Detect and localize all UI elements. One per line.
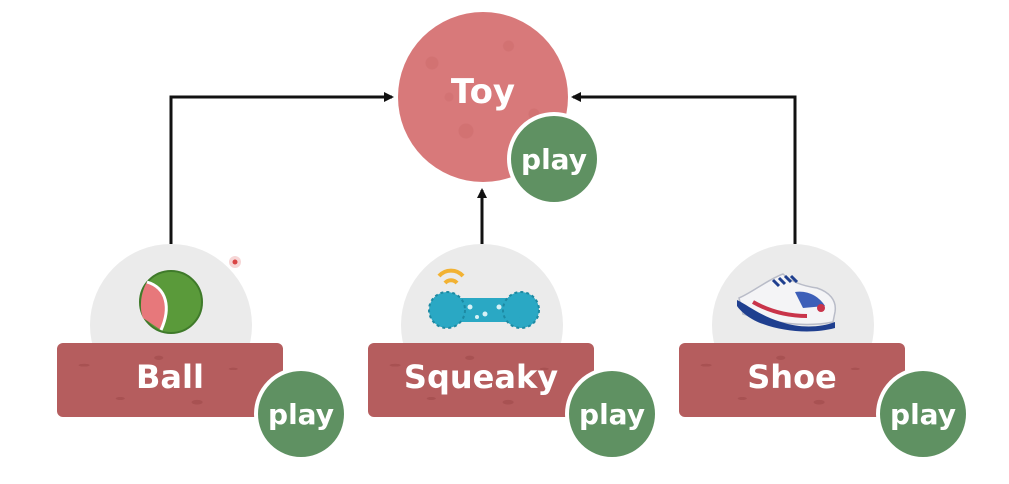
sneaker-icon <box>737 273 837 332</box>
squeaky-bone-icon <box>428 268 540 329</box>
squeaky-label: Squeaky <box>403 358 559 396</box>
ball-label: Ball <box>136 358 204 396</box>
ball-play-button[interactable]: play <box>254 367 348 461</box>
shoe-play-button[interactable]: play <box>876 367 970 461</box>
cursor-dot-icon <box>229 256 241 268</box>
toy-label: Toy <box>450 72 516 112</box>
ball-node <box>57 343 283 417</box>
arrow-shoe-to-toy <box>571 92 797 244</box>
shoe-node <box>679 343 905 417</box>
shoe-label: Shoe <box>747 358 837 396</box>
squeaky-play-button[interactable]: play <box>565 367 659 461</box>
tennis-ball-icon <box>139 270 203 334</box>
squeaky-node <box>368 343 594 417</box>
toy-play-button[interactable]: play <box>507 112 601 206</box>
arrow-ball-to-toy <box>169 92 394 244</box>
